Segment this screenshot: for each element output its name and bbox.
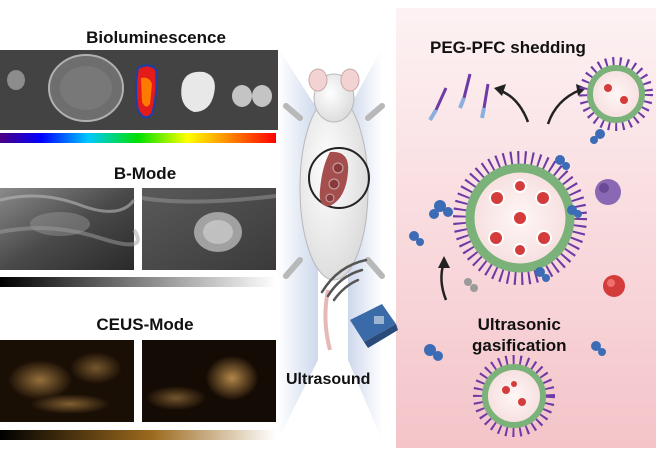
ultrasound-label: Ultrasound — [286, 371, 371, 388]
organ-kidney-right — [252, 85, 272, 107]
ultrasound-waves-icon — [320, 258, 368, 302]
shed-peg-strands — [428, 73, 490, 122]
ceus-image-right — [142, 340, 276, 422]
ultrasound-probe — [350, 304, 398, 348]
spleen-highlight-circle — [308, 147, 370, 209]
organ-kidney-left — [232, 85, 252, 107]
bioluminescence-colorbar — [0, 133, 276, 143]
ceus-image-left — [0, 340, 134, 422]
bmode-grayscale-bar — [0, 277, 276, 287]
arrow-icons — [438, 84, 586, 301]
gasification-line-2: gasification — [472, 336, 567, 355]
nanoparticle-large — [453, 151, 587, 285]
shedding-title-word: shedding — [510, 38, 586, 57]
peg-pfc-shedding-title: PEG-PFC shedding — [430, 38, 586, 58]
mouse-tail — [323, 289, 332, 351]
bioluminescence-image — [0, 50, 278, 130]
nanoparticle-small-top — [579, 57, 653, 131]
mouse-illustration — [283, 68, 385, 351]
gasification-line-1: Ultrasonic — [477, 315, 561, 334]
bmode-title: B-Mode — [113, 164, 177, 183]
ultrasonic-gasification-label: Ultrasonic gasification — [472, 314, 566, 356]
red-blood-cell — [603, 275, 625, 297]
bioluminescence-title: Bioluminescence — [86, 28, 226, 47]
peg-pfc-title-bold: PEG-PFC — [430, 38, 506, 57]
immune-cell — [595, 179, 621, 205]
arrow-to-small-bubble — [546, 88, 581, 125]
protein-clusters — [409, 129, 606, 361]
nanoparticle-small-bottom — [473, 355, 555, 437]
ceus-colorbar — [0, 430, 276, 440]
organ-small — [7, 70, 25, 90]
bmode-image-left — [0, 188, 140, 270]
ceus-title: CEUS-Mode — [96, 315, 194, 334]
bmode-image-right — [141, 188, 277, 270]
organ-lung — [181, 71, 215, 112]
